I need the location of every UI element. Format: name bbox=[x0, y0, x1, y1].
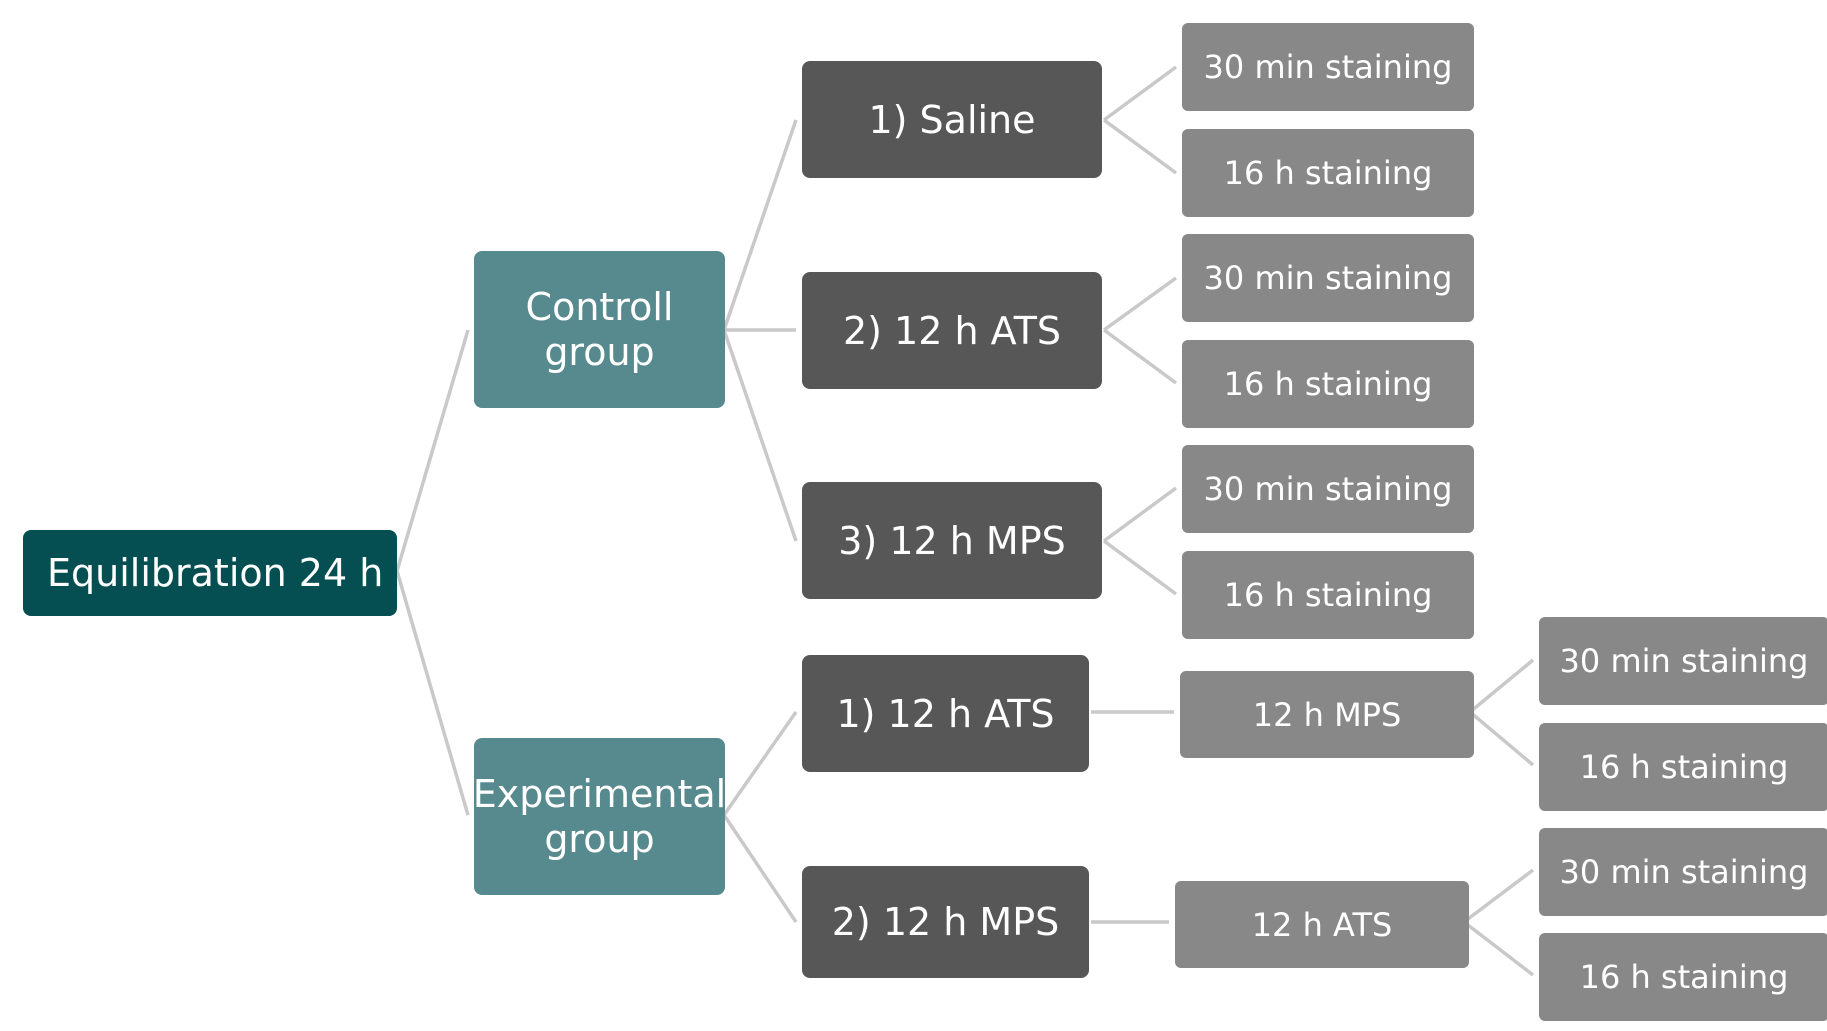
control-treatment-ats: 2) 12 h ATS bbox=[802, 272, 1102, 389]
staining-label: 16 h staining bbox=[1223, 365, 1433, 403]
staining-16h-exp-ats-mps: 16 h staining bbox=[1539, 723, 1827, 811]
staining-30min-mps: 30 min staining bbox=[1182, 445, 1474, 533]
treatment-label: 1) 12 h ATS bbox=[836, 691, 1055, 736]
staining-label: 16 h staining bbox=[1579, 748, 1789, 786]
staining-label: 16 h staining bbox=[1223, 576, 1433, 614]
treatment-label: 2) 12 h ATS bbox=[842, 308, 1062, 353]
control-group-label-line1: Controll bbox=[525, 285, 674, 330]
staining-label: 30 min staining bbox=[1203, 259, 1453, 297]
control-treatment-saline: 1) Saline bbox=[802, 61, 1102, 178]
staining-label: 16 h staining bbox=[1223, 154, 1433, 192]
staining-30min-exp-mps-ats: 30 min staining bbox=[1539, 828, 1827, 916]
experimental-treatment-mps: 2) 12 h MPS bbox=[802, 866, 1089, 978]
treatment-label: 1) Saline bbox=[868, 97, 1036, 142]
experimental-group-label-line1: Experimental bbox=[472, 772, 727, 817]
staining-label: 30 min staining bbox=[1203, 48, 1453, 86]
staining-label: 30 min staining bbox=[1203, 470, 1453, 508]
experimental-group-node: Experimental group bbox=[472, 738, 727, 895]
staining-label: 30 min staining bbox=[1559, 642, 1809, 680]
second-step-ats: 12 h ATS bbox=[1175, 881, 1469, 968]
treatment-label: 2) 12 h MPS bbox=[831, 900, 1060, 944]
equilibration-node: Equilibration 24 h bbox=[23, 530, 397, 616]
staining-label: 16 h staining bbox=[1579, 958, 1789, 996]
staining-30min-saline: 30 min staining bbox=[1182, 23, 1474, 111]
staining-16h-ats: 16 h staining bbox=[1182, 340, 1474, 428]
staining-30min-exp-ats-mps: 30 min staining bbox=[1539, 617, 1827, 705]
control-group-label-line2: group bbox=[544, 329, 655, 374]
staining-16h-exp-mps-ats: 16 h staining bbox=[1539, 933, 1827, 1021]
second-step-label: 12 h MPS bbox=[1252, 695, 1402, 734]
staining-label: 30 min staining bbox=[1559, 853, 1809, 891]
second-step-label: 12 h ATS bbox=[1251, 905, 1393, 944]
control-treatment-mps: 3) 12 h MPS bbox=[802, 482, 1102, 599]
equilibration-label: Equilibration 24 h bbox=[47, 551, 384, 595]
treatment-label: 3) 12 h MPS bbox=[838, 518, 1066, 563]
staining-16h-saline: 16 h staining bbox=[1182, 129, 1474, 217]
control-group-node: Controll group bbox=[474, 251, 725, 408]
staining-16h-mps: 16 h staining bbox=[1182, 551, 1474, 639]
second-step-mps: 12 h MPS bbox=[1180, 671, 1474, 758]
experimental-treatment-ats: 1) 12 h ATS bbox=[802, 655, 1089, 772]
staining-30min-ats: 30 min staining bbox=[1182, 234, 1474, 322]
experimental-group-label-line2: group bbox=[544, 816, 655, 861]
